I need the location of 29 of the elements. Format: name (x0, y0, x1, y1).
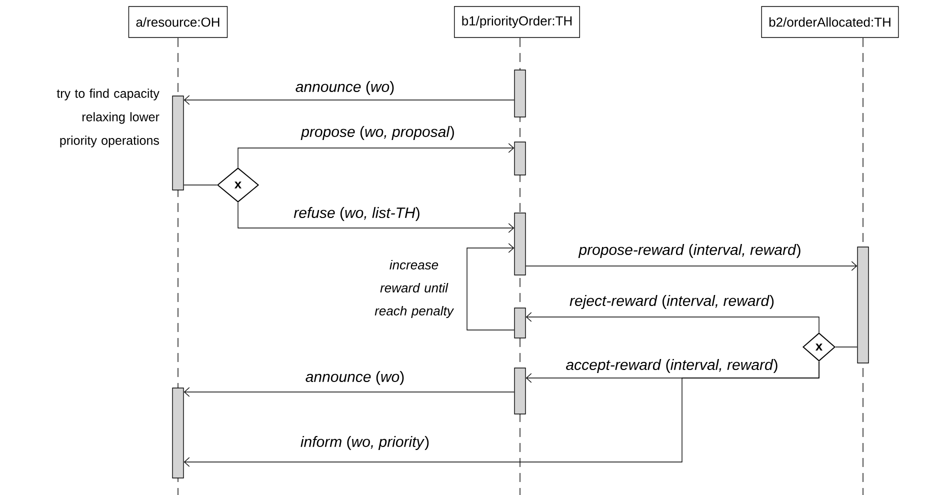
arrow (238, 202, 514, 233)
activation-bar (857, 246, 869, 364)
arrow (466, 243, 514, 330)
activation-bar (172, 96, 184, 190)
note-text: try to find capacity relaxing lower priority operations (56, 88, 160, 148)
activation-bar (514, 212, 526, 276)
lifeline-header: b2/orderAllocated:TH (761, 6, 899, 38)
edge-label: propose (wo, proposal) (300, 126, 454, 140)
lifeline-header: b1/priorityOrder:TH (454, 6, 580, 38)
edge-label: propose-reward (interval, reward) (578, 244, 800, 258)
arrow (184, 387, 514, 397)
edge-label: reject-reward (interval, reward) (570, 295, 774, 309)
arrow (184, 361, 820, 467)
lifeline-header: a/resource:OH (128, 6, 228, 38)
activation-bar (514, 142, 526, 176)
activation-bar (514, 70, 526, 118)
activation-bar (172, 388, 184, 478)
edge-label: inform (wo, priority) (300, 436, 429, 450)
edge-label: accept-reward (interval, reward) (566, 359, 778, 373)
activation-bar (514, 368, 526, 414)
arrow (184, 95, 514, 105)
edge-label: announce (wo) (296, 81, 394, 95)
arrow (238, 143, 514, 168)
activation-bar (514, 308, 526, 338)
edge-label: increase reward until reach penalty (374, 260, 454, 318)
edge-label: refuse (wo, list-TH) (294, 207, 420, 221)
arrow (526, 261, 858, 271)
edge-label: announce (wo) (306, 371, 404, 385)
arrow (526, 312, 820, 333)
